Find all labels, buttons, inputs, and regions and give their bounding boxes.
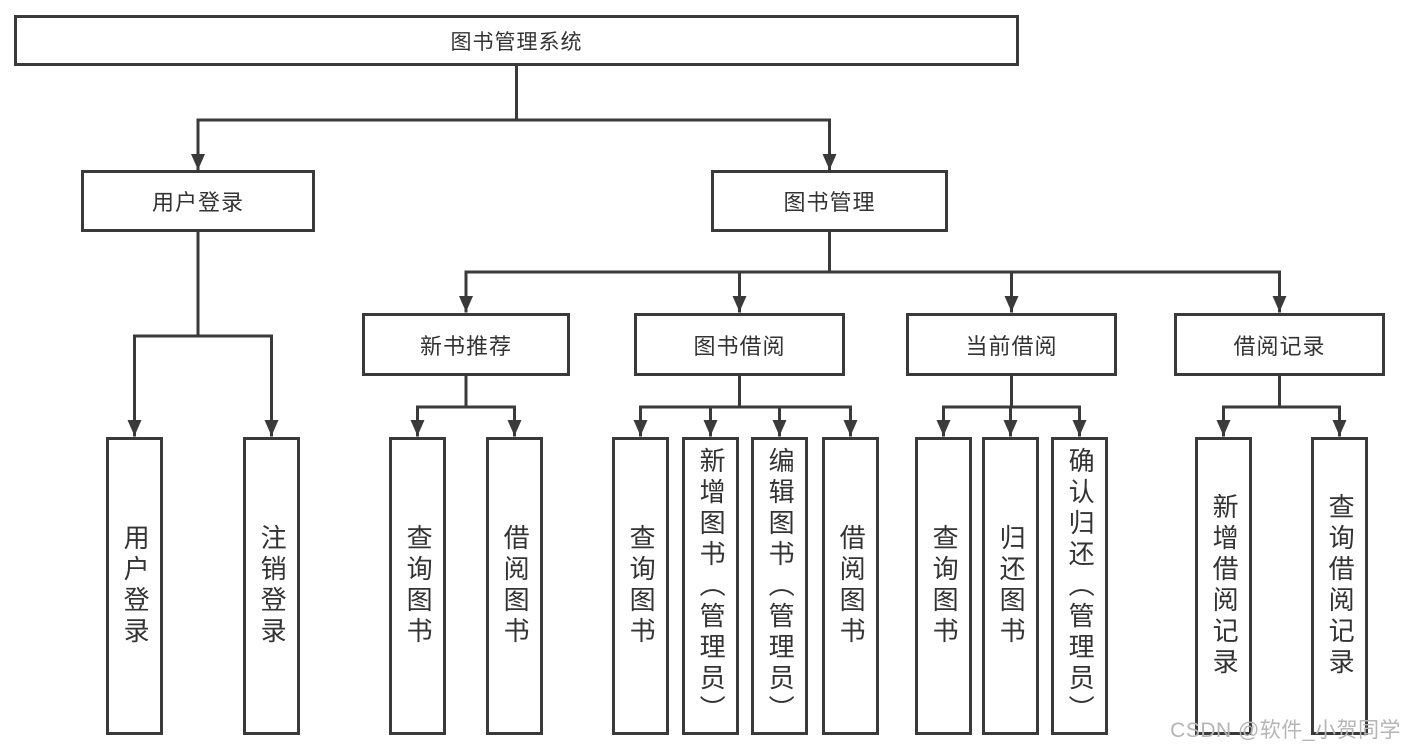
leaf-label: 新增借阅记录 (1209, 493, 1240, 679)
leaf-label: 查询图书 (626, 524, 657, 648)
leaf-borrow-query-book: 查询图书 (612, 437, 669, 735)
node-book-borrow: 图书借阅 (634, 313, 845, 376)
node-current-borrow: 当前借阅 (906, 313, 1117, 376)
leaf-label: 查询图书 (929, 524, 960, 648)
leaf-current-query-book: 查询图书 (915, 437, 972, 735)
leaf-label: 用户登录 (120, 524, 151, 648)
leaf-logout: 注销登录 (243, 437, 300, 735)
leaf-label: 查询图书 (403, 524, 434, 648)
leaf-borrow-edit-book-admin: 编辑图书（管理员） (751, 437, 808, 735)
csdn-watermark: CSDN @软件_小贺同学 (1170, 719, 1401, 742)
node-user-login: 用户登录 (81, 170, 315, 232)
leaf-borrow-add-book-admin: 新增图书（管理员） (682, 437, 739, 735)
leaf-current-return-book: 归还图书 (982, 437, 1039, 735)
leaf-borrow-borrow-book: 借阅图书 (822, 437, 879, 735)
leaf-label: 编辑图书（管理员） (765, 446, 796, 726)
leaf-user-login: 用户登录 (106, 437, 163, 735)
leaf-label: 借阅图书 (836, 524, 867, 648)
node-book-management: 图书管理 (711, 170, 948, 232)
leaf-record-add-borrow-record: 新增借阅记录 (1195, 437, 1252, 735)
node-root-library-system: 图书管理系统 (14, 15, 1019, 66)
leaf-label: 查询借阅记录 (1325, 493, 1356, 679)
leaf-label: 借阅图书 (500, 524, 531, 648)
node-new-book-recommend: 新书推荐 (362, 313, 570, 376)
leaf-recommend-query-book: 查询图书 (389, 437, 446, 735)
leaf-label: 归还图书 (996, 524, 1027, 648)
node-borrow-record: 借阅记录 (1174, 313, 1385, 376)
leaf-label: 注销登录 (257, 524, 288, 648)
leaf-record-query-borrow-record: 查询借阅记录 (1311, 437, 1368, 735)
leaf-current-confirm-return-admin: 确认归还（管理员） (1051, 437, 1108, 735)
leaf-recommend-borrow-book: 借阅图书 (486, 437, 543, 735)
leaf-label: 新增图书（管理员） (696, 446, 727, 726)
leaf-label: 确认归还（管理员） (1065, 446, 1096, 726)
